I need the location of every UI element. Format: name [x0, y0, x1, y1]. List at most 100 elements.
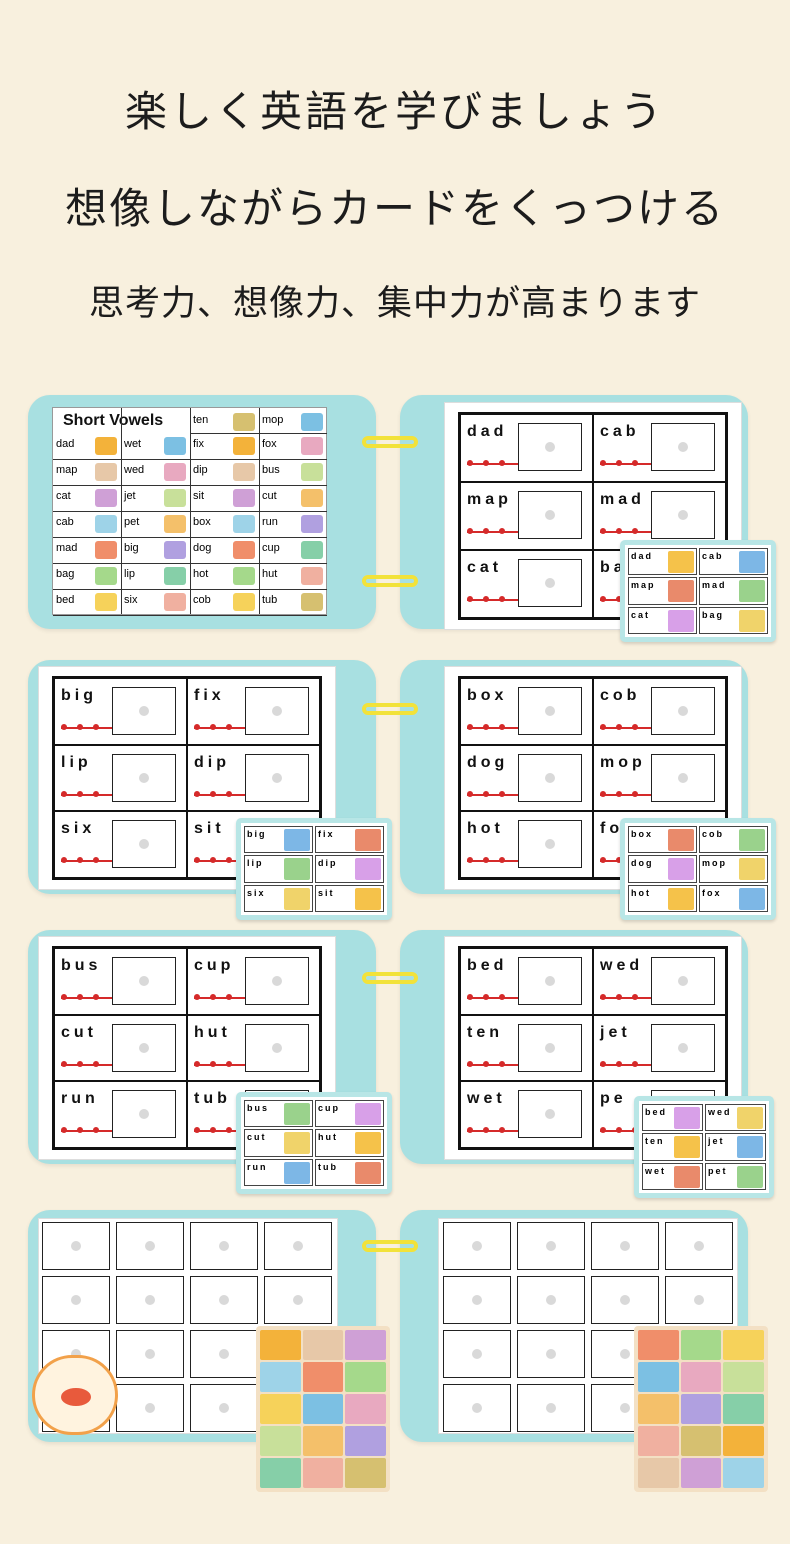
- phoneme-dots: [600, 782, 654, 797]
- arrow-icon: [194, 993, 252, 1003]
- picture-slot[interactable]: [112, 957, 176, 1005]
- picture-slot[interactable]: [42, 1276, 110, 1324]
- chart-cell: dog: [190, 538, 259, 564]
- picture-sticker[interactable]: [680, 1330, 722, 1360]
- picture-sticker[interactable]: [345, 1426, 386, 1456]
- picture-sticker[interactable]: [302, 1426, 344, 1456]
- picture-slot[interactable]: [116, 1384, 184, 1432]
- picture-slot[interactable]: [443, 1330, 511, 1378]
- picture-sticker[interactable]: [638, 1426, 679, 1456]
- picture-sticker[interactable]: [260, 1362, 301, 1392]
- picture-sticker[interactable]: [638, 1362, 679, 1392]
- picture-sticker[interactable]: [260, 1426, 301, 1456]
- picture-slot[interactable]: [518, 423, 582, 471]
- picture-sticker[interactable]: [345, 1394, 386, 1424]
- picture-slot[interactable]: [112, 687, 176, 735]
- picture-slot[interactable]: [518, 957, 582, 1005]
- picture-slot[interactable]: [443, 1276, 511, 1324]
- picture-sticker[interactable]: [723, 1394, 764, 1424]
- picture-slot[interactable]: [116, 1330, 184, 1378]
- picture-icon: [355, 1103, 381, 1125]
- picture-slot[interactable]: [245, 753, 309, 802]
- answer-card-word: wet: [645, 1165, 667, 1176]
- picture-slot[interactable]: [264, 1222, 332, 1270]
- picture-sticker[interactable]: [638, 1330, 679, 1360]
- picture-slot[interactable]: [112, 753, 176, 802]
- picture-slot[interactable]: [591, 1222, 659, 1270]
- picture-slot[interactable]: [651, 423, 715, 471]
- picture-slot[interactable]: [591, 1276, 659, 1324]
- picture-slot[interactable]: [651, 957, 715, 1005]
- picture-sticker[interactable]: [723, 1426, 764, 1456]
- sticker-sheet-right[interactable]: [634, 1326, 768, 1492]
- picture-slot[interactable]: [518, 1090, 582, 1139]
- picture-sticker[interactable]: [345, 1362, 386, 1392]
- picture-slot[interactable]: [665, 1222, 733, 1270]
- picture-slot[interactable]: [518, 1023, 582, 1072]
- phoneme-dots: [61, 1052, 115, 1067]
- sticker-sheet-left[interactable]: [256, 1326, 390, 1492]
- picture-slot[interactable]: [42, 1222, 110, 1270]
- picture-sticker[interactable]: [345, 1330, 386, 1360]
- picture-sticker[interactable]: [723, 1458, 764, 1488]
- picture-sticker[interactable]: [260, 1394, 301, 1424]
- picture-slot[interactable]: [443, 1384, 511, 1432]
- picture-slot[interactable]: [651, 753, 715, 802]
- picture-slot[interactable]: [245, 1023, 309, 1072]
- picture-icon: [164, 541, 186, 559]
- picture-sticker[interactable]: [680, 1362, 722, 1392]
- picture-icon: [355, 858, 381, 881]
- picture-slot[interactable]: [518, 491, 582, 539]
- picture-icon: [739, 858, 765, 881]
- picture-slot[interactable]: [518, 820, 582, 869]
- picture-sticker[interactable]: [723, 1362, 764, 1392]
- picture-slot[interactable]: [112, 820, 176, 869]
- picture-slot[interactable]: [264, 1276, 332, 1324]
- picture-sticker[interactable]: [638, 1458, 679, 1488]
- picture-slot[interactable]: [443, 1222, 511, 1270]
- picture-slot[interactable]: [518, 687, 582, 735]
- picture-slot[interactable]: [112, 1090, 176, 1139]
- picture-sticker[interactable]: [638, 1394, 679, 1424]
- picture-slot[interactable]: [517, 1330, 585, 1378]
- picture-slot[interactable]: [651, 1023, 715, 1072]
- picture-slot[interactable]: [517, 1222, 585, 1270]
- picture-slot[interactable]: [651, 491, 715, 539]
- arrow-icon: [600, 723, 658, 733]
- picture-slot[interactable]: [245, 957, 309, 1005]
- word-cell: jet: [593, 1014, 726, 1082]
- picture-slot[interactable]: [651, 687, 715, 735]
- picture-icon: [355, 1132, 381, 1155]
- picture-slot[interactable]: [190, 1330, 258, 1378]
- answer-card-cell: box: [628, 826, 697, 854]
- picture-sticker[interactable]: [302, 1394, 344, 1424]
- picture-slot[interactable]: [518, 753, 582, 802]
- word-label: hut: [194, 1023, 231, 1041]
- picture-slot[interactable]: [116, 1276, 184, 1324]
- picture-sticker[interactable]: [302, 1458, 344, 1488]
- picture-sticker[interactable]: [680, 1394, 722, 1424]
- picture-sticker[interactable]: [260, 1330, 301, 1360]
- picture-slot[interactable]: [518, 559, 582, 607]
- picture-slot[interactable]: [517, 1384, 585, 1432]
- picture-sticker[interactable]: [680, 1458, 722, 1488]
- picture-sticker[interactable]: [302, 1362, 344, 1392]
- picture-slot[interactable]: [517, 1276, 585, 1324]
- picture-sticker[interactable]: [680, 1426, 722, 1456]
- picture-slot[interactable]: [245, 687, 309, 735]
- picture-slot[interactable]: [665, 1276, 733, 1324]
- picture-sticker[interactable]: [723, 1330, 764, 1360]
- picture-sticker[interactable]: [260, 1458, 301, 1488]
- picture-sticker[interactable]: [345, 1458, 386, 1488]
- picture-slot[interactable]: [116, 1222, 184, 1270]
- picture-slot[interactable]: [190, 1222, 258, 1270]
- picture-sticker[interactable]: [302, 1330, 344, 1360]
- picture-slot[interactable]: [190, 1384, 258, 1432]
- picture-slot[interactable]: [190, 1276, 258, 1324]
- picture-slot[interactable]: [112, 1023, 176, 1072]
